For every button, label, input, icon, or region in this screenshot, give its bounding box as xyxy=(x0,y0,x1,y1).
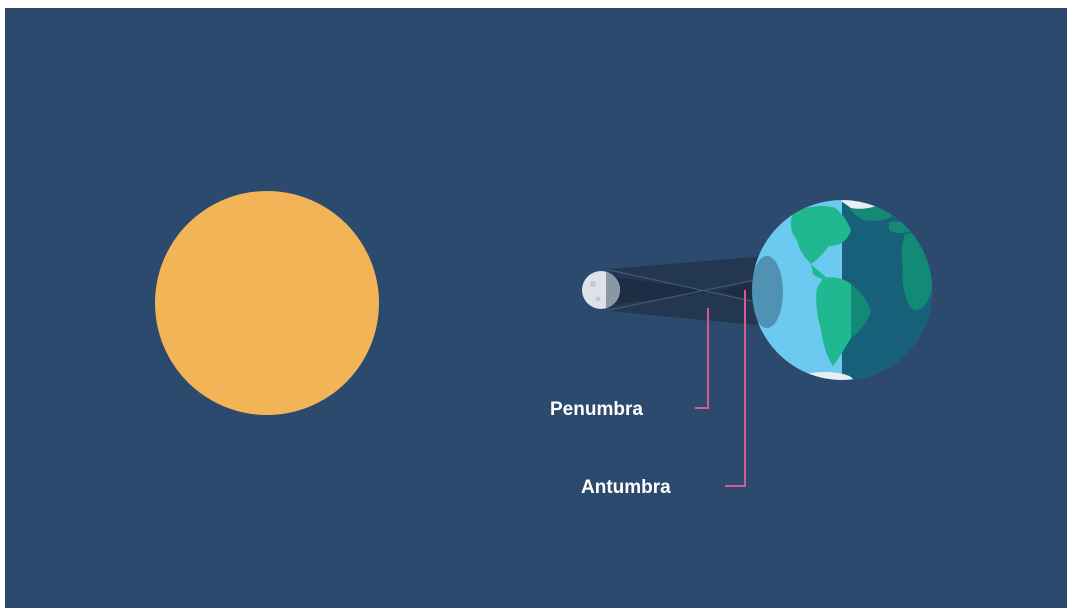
sun xyxy=(155,191,379,415)
shadow-on-earth xyxy=(752,256,783,328)
antumbra-pointer xyxy=(725,290,746,487)
penumbra-pointer xyxy=(695,308,709,409)
umbra-converging-cone xyxy=(609,276,717,305)
earth xyxy=(752,200,932,380)
south-america-landmass xyxy=(816,277,851,366)
eclipse-illustration: Penumbra Antumbra xyxy=(155,191,932,498)
antarctica-ice xyxy=(797,372,853,380)
south-america-night-landmass xyxy=(851,284,871,338)
central-america-landmass xyxy=(811,264,827,279)
europe-landmass xyxy=(889,221,913,233)
moon-shadow xyxy=(608,256,766,326)
shadow-edge-lower xyxy=(608,277,766,311)
arctic-ice xyxy=(841,200,881,209)
penumbra-label: Penumbra xyxy=(550,399,643,420)
antumbra-label: Antumbra xyxy=(581,477,671,498)
moon xyxy=(582,271,620,309)
eclipse-diagram: Penumbra Antumbra xyxy=(5,8,1067,608)
shadow-edge-upper xyxy=(608,269,766,305)
north-america-landmass xyxy=(790,205,851,264)
